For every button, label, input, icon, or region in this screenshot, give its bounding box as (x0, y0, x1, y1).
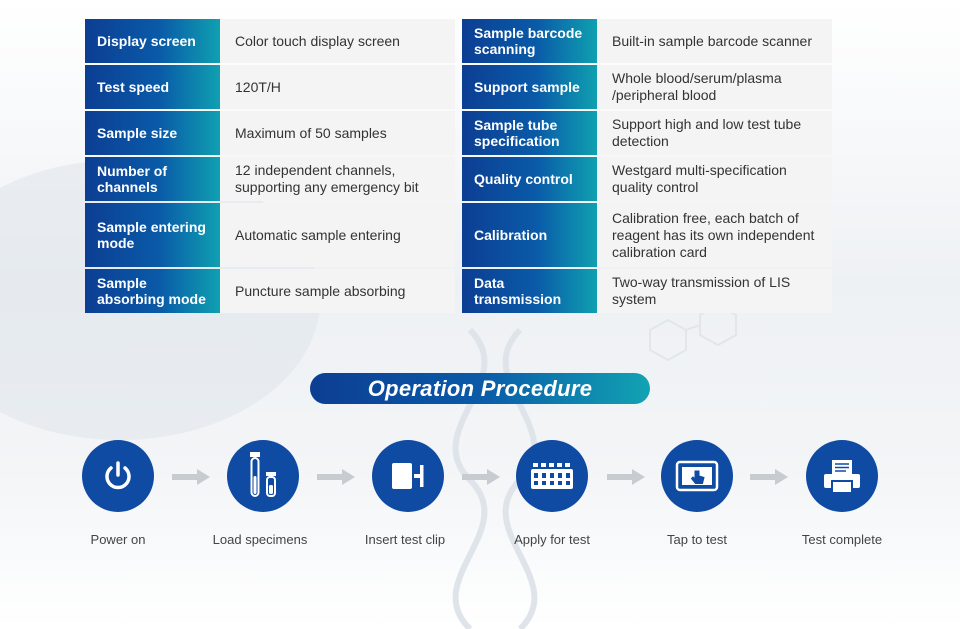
spec-value: Built-in sample barcode scanner (597, 19, 832, 63)
power-icon (105, 461, 131, 490)
spec-value: Maximum of 50 samples (220, 111, 455, 155)
spec-row: Data transmission Two-way transmission o… (462, 269, 832, 313)
spec-value: 12 independent channels, supporting any … (220, 157, 455, 201)
step-label: Apply for test (514, 532, 590, 547)
spec-row: Sample absorbing mode Puncture sample ab… (85, 269, 455, 313)
step-label: Load specimens (212, 532, 308, 547)
operation-procedure-banner: Operation Procedure (310, 373, 650, 404)
spec-value: Support high and low test tube detection (597, 111, 832, 155)
spec-row: Calibration Calibration free, each batch… (462, 203, 832, 267)
spec-value: Westgard multi-specification quality con… (597, 157, 832, 201)
spec-row: Sample size Maximum of 50 samples (85, 111, 455, 155)
spec-table-left: Display screen Color touch display scree… (85, 19, 455, 315)
sample-rack-icon (531, 463, 573, 489)
spec-key: Display screen (85, 19, 220, 63)
spec-row: Sample tube specification Support high a… (462, 111, 832, 155)
spec-key: Quality control (462, 157, 597, 201)
step-power-on (82, 440, 154, 512)
step-label: Power on (90, 532, 146, 547)
step-apply-for-test (516, 440, 588, 512)
spec-value: Color touch display screen (220, 19, 455, 63)
spec-row: Support sample Whole blood/serum/plasma … (462, 65, 832, 109)
step-label: Insert test clip (364, 532, 446, 547)
spec-key: Sample tube specification (462, 111, 597, 155)
banner-title: Operation Procedure (367, 375, 593, 401)
spec-table-right: Sample barcode scanning Built-in sample … (462, 19, 832, 315)
spec-row: Quality control Westgard multi-specifica… (462, 157, 832, 201)
spec-key: Sample size (85, 111, 220, 155)
spec-value: Calibration free, each batch of reagent … (597, 203, 832, 267)
spec-row: Sample barcode scanning Built-in sample … (462, 19, 832, 63)
spec-row: Test speed 120T/H (85, 65, 455, 109)
spec-key: Test speed (85, 65, 220, 109)
printer-icon (824, 460, 860, 492)
step-test-complete (806, 440, 878, 512)
step-label: Test complete (801, 532, 883, 547)
spec-value: Automatic sample entering (220, 203, 455, 267)
spec-value: Whole blood/serum/plasma /peripheral blo… (597, 65, 832, 109)
spec-key: Calibration (462, 203, 597, 267)
spec-key: Support sample (462, 65, 597, 109)
step-label: Tap to test (667, 532, 727, 547)
spec-key: Data transmission (462, 269, 597, 313)
spec-value: Puncture sample absorbing (220, 269, 455, 313)
arrow-right-icon (607, 469, 645, 485)
spec-key: Sample absorbing mode (85, 269, 220, 313)
touch-screen-icon (675, 460, 719, 492)
arrow-right-icon (172, 469, 210, 485)
spec-row: Number of channels 12 independent channe… (85, 157, 455, 201)
arrow-right-icon (462, 469, 500, 485)
spec-key: Sample entering mode (85, 203, 220, 267)
step-tap-to-test (661, 440, 733, 512)
arrow-right-icon (750, 469, 788, 485)
spec-row: Display screen Color touch display scree… (85, 19, 455, 63)
step-insert-test-clip (372, 440, 444, 512)
arrow-right-icon (317, 469, 355, 485)
spec-key: Number of channels (85, 157, 220, 201)
spec-row: Sample entering mode Automatic sample en… (85, 203, 455, 267)
step-load-specimens (227, 440, 299, 512)
test-tubes-icon (250, 452, 276, 497)
test-clip-icon (392, 463, 424, 489)
spec-value: Two-way transmission of LIS system (597, 269, 832, 313)
spec-value: 120T/H (220, 65, 455, 109)
spec-key: Sample barcode scanning (462, 19, 597, 63)
